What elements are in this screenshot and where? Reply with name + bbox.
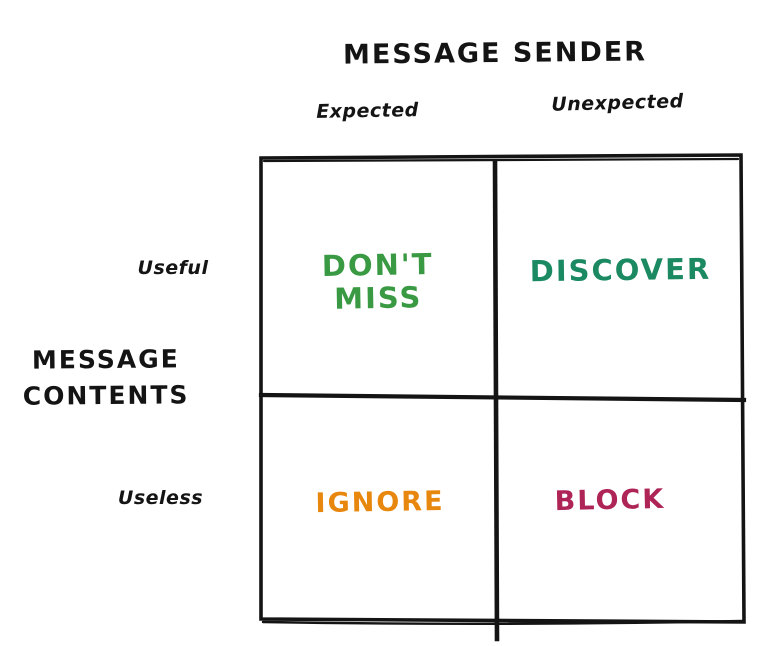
- matrix-vertical-divider: [492, 159, 500, 642]
- quadrant-block-line1: BLOCK: [554, 483, 666, 518]
- quadrant-dont-miss-line2: MISS: [333, 280, 423, 317]
- y-axis-label-line2: CONTENTS: [22, 380, 190, 411]
- y-axis-label-line1: MESSAGE: [31, 344, 180, 375]
- quadrant-ignore: IGNORE: [305, 486, 456, 520]
- quadrant-discover: DISCOVER: [523, 251, 718, 289]
- column-header-expected: Expected: [316, 99, 419, 123]
- matrix-outer-border: [259, 153, 746, 624]
- quadrant-discover-line1: DISCOVER: [529, 251, 712, 289]
- quadrant-ignore-line1: IGNORE: [315, 485, 445, 520]
- quadrant-dont-miss-line1: DON'T: [321, 247, 434, 283]
- diagram-title: MESSAGE SENDER: [342, 36, 648, 71]
- quadrant-block: BLOCK: [545, 484, 676, 518]
- column-header-unexpected: Unexpected: [551, 90, 684, 116]
- row-header-useful: Useful: [137, 257, 209, 279]
- matrix-horizontal-divider: [258, 392, 747, 403]
- matrix-top-double-stroke: [262, 157, 740, 163]
- matrix-grid: [258, 153, 747, 642]
- quadrant-dont-miss: DON'T MISS: [287, 247, 468, 317]
- y-axis-label: MESSAGE CONTENTS: [6, 341, 207, 415]
- matrix-bottom-double-stroke: [261, 619, 744, 625]
- row-header-useless: Useless: [117, 487, 204, 509]
